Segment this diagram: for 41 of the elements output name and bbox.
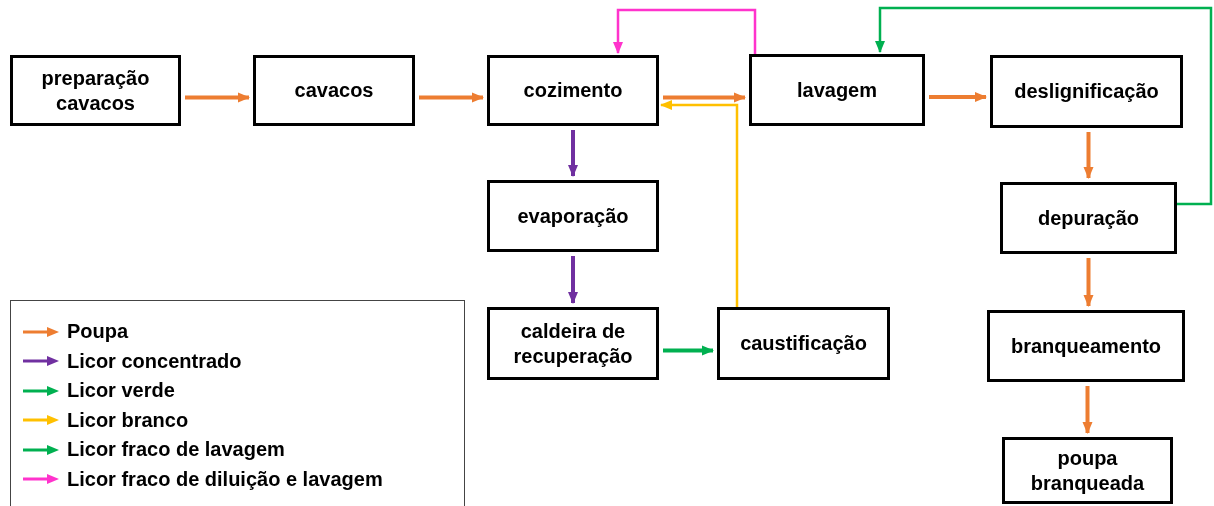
- flow-arrow: [660, 100, 739, 307]
- process-box: [10, 55, 181, 126]
- step-label: depuração: [1037, 205, 1140, 231]
- process-box: [487, 55, 659, 126]
- flow-arrow: [929, 92, 987, 102]
- legend-label: Licor branco: [67, 408, 189, 432]
- step-label: branqueamento: [1011, 333, 1161, 359]
- process-box: [487, 180, 659, 252]
- flow-arrow: [875, 6, 1213, 206]
- step-label: cavacos: [294, 78, 374, 103]
- process-box: [749, 54, 925, 126]
- step-label: cozimento: [523, 78, 623, 103]
- legend-label: Licor fraco de diluição e lavagem: [67, 467, 383, 491]
- step-label: lavagem: [796, 77, 878, 103]
- flow-arrow: [419, 92, 484, 103]
- process-box: [990, 55, 1183, 128]
- process-box: [987, 310, 1185, 382]
- process-box: [717, 307, 890, 380]
- process-box: [253, 55, 415, 126]
- step-label: preparação cavacos: [40, 65, 151, 116]
- process-box: [1002, 437, 1173, 504]
- flow-arrow: [1083, 132, 1094, 179]
- flow-arrow: [663, 345, 714, 356]
- step-label: caustificação: [740, 331, 867, 356]
- step-label: poupa branqueada: [1029, 445, 1146, 496]
- flow-arrow: [663, 92, 746, 103]
- flow-arrow: [568, 130, 578, 177]
- step-label: evaporação: [517, 203, 629, 229]
- legend-label: Licor verde: [67, 379, 175, 402]
- legend-label: Poupa: [67, 320, 129, 343]
- step-label: caldeira de recuperação: [512, 318, 634, 369]
- process-box: [487, 307, 659, 380]
- flow-arrow: [1083, 258, 1094, 307]
- flow-arrow: [568, 256, 578, 304]
- legend-label: Licor fraco de lavagem: [67, 438, 285, 461]
- flow-arrow: [185, 92, 250, 103]
- flow-arrow: [613, 8, 757, 54]
- flow-arrow: [1082, 386, 1093, 434]
- legend-label: Licor concentrado: [67, 349, 242, 373]
- step-label: deslignificação: [1014, 79, 1159, 104]
- process-box: [1000, 182, 1177, 254]
